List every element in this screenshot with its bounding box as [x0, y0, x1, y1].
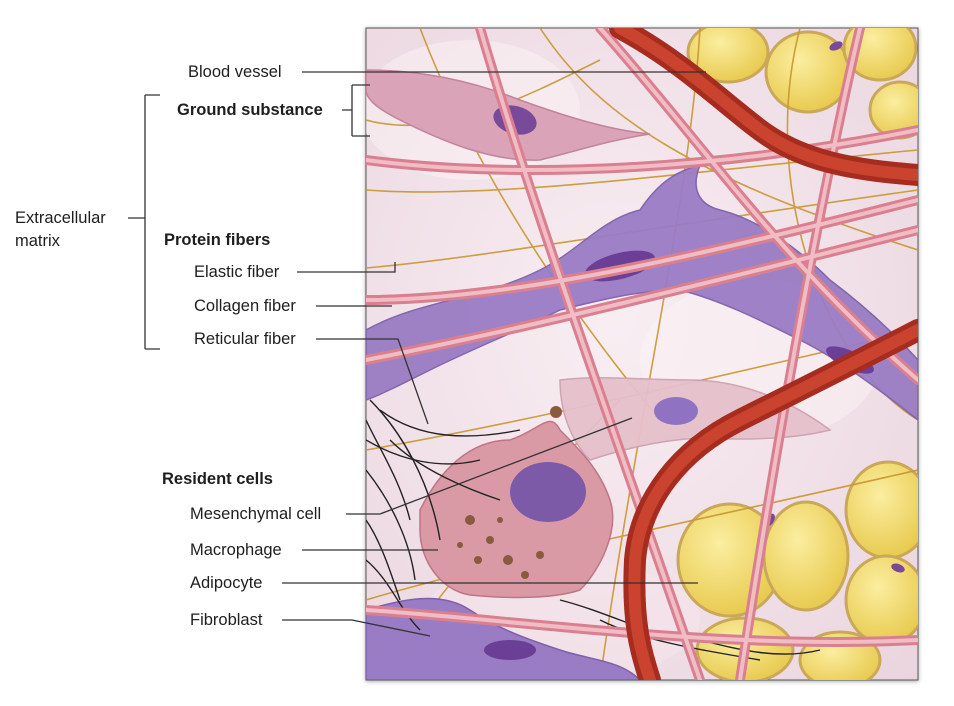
label-extracellular-matrix-line1: Extracellular	[15, 209, 106, 227]
leader-lines	[128, 71, 706, 637]
bracket-extracellular-matrix	[128, 94, 160, 350]
collagen-fibers	[366, 28, 918, 680]
label-macrophage: Macrophage	[190, 541, 282, 559]
label-mesenchymal-cell: Mesenchymal cell	[190, 505, 322, 523]
label-reticular-fiber: Reticular fiber	[194, 330, 296, 348]
macrophage-cell	[419, 406, 614, 599]
adipocyte-cluster-top	[686, 28, 918, 140]
label-resident-cells: Resident cells	[162, 470, 273, 488]
leader-fibroblast	[282, 619, 431, 637]
leader-mesenchymal-cell	[346, 417, 633, 515]
label-ground-substance: Ground substance	[177, 101, 323, 119]
label-adipocyte: Adipocyte	[190, 574, 263, 592]
label-collagen-fiber: Collagen fiber	[194, 297, 296, 315]
label-elastic-fiber: Elastic fiber	[194, 263, 280, 281]
blood-vessels	[609, 28, 918, 680]
label-fibroblast: Fibroblast	[190, 611, 263, 629]
leader-reticular-fiber	[316, 338, 429, 425]
leader-elastic-fiber	[297, 262, 396, 273]
label-extracellular-matrix-line2: matrix	[15, 232, 60, 250]
bracket-ground-substance	[342, 84, 370, 137]
label-protein-fibers: Protein fibers	[164, 231, 271, 249]
label-blood-vessel: Blood vessel	[188, 63, 282, 81]
